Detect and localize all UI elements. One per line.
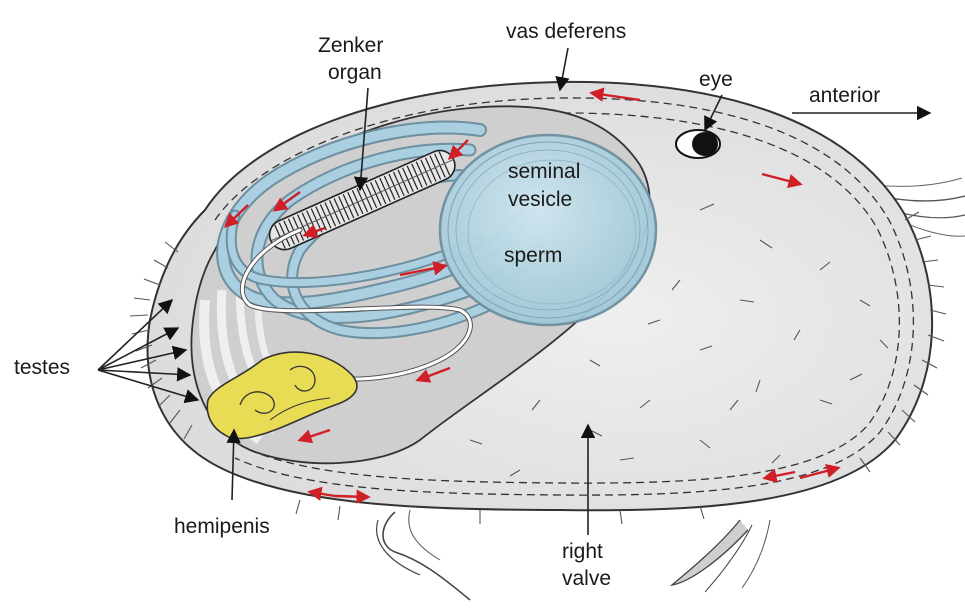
eye-organ (675, 129, 721, 159)
seminal-vesicle (438, 133, 658, 327)
label-testes: testes (14, 356, 70, 379)
label-hemipenis: hemipenis (174, 515, 270, 538)
label-right-valve-line2: valve (562, 567, 611, 590)
shell-bristles (129, 211, 947, 525)
label-seminal-vesicle-line1: seminal (508, 160, 580, 183)
label-zenker-organ-line2: organ (328, 61, 382, 84)
label-right-valve-line1: right (562, 540, 603, 563)
vas-deferens-dashed-outer (214, 97, 915, 496)
label-vas-deferens: vas deferens (506, 20, 626, 43)
valve-surface-hairs (469, 203, 889, 477)
label-seminal-vesicle-line2: vesicle (508, 188, 572, 211)
hemipenis-organ (206, 351, 358, 440)
label-sperm: sperm (504, 244, 562, 267)
sperm-flow-arrows (223, 87, 841, 504)
label-zenker-organ-line1: Zenker (318, 34, 383, 57)
label-anterior: anterior (809, 84, 880, 107)
label-eye: eye (699, 68, 733, 91)
leader-lines (97, 47, 932, 535)
